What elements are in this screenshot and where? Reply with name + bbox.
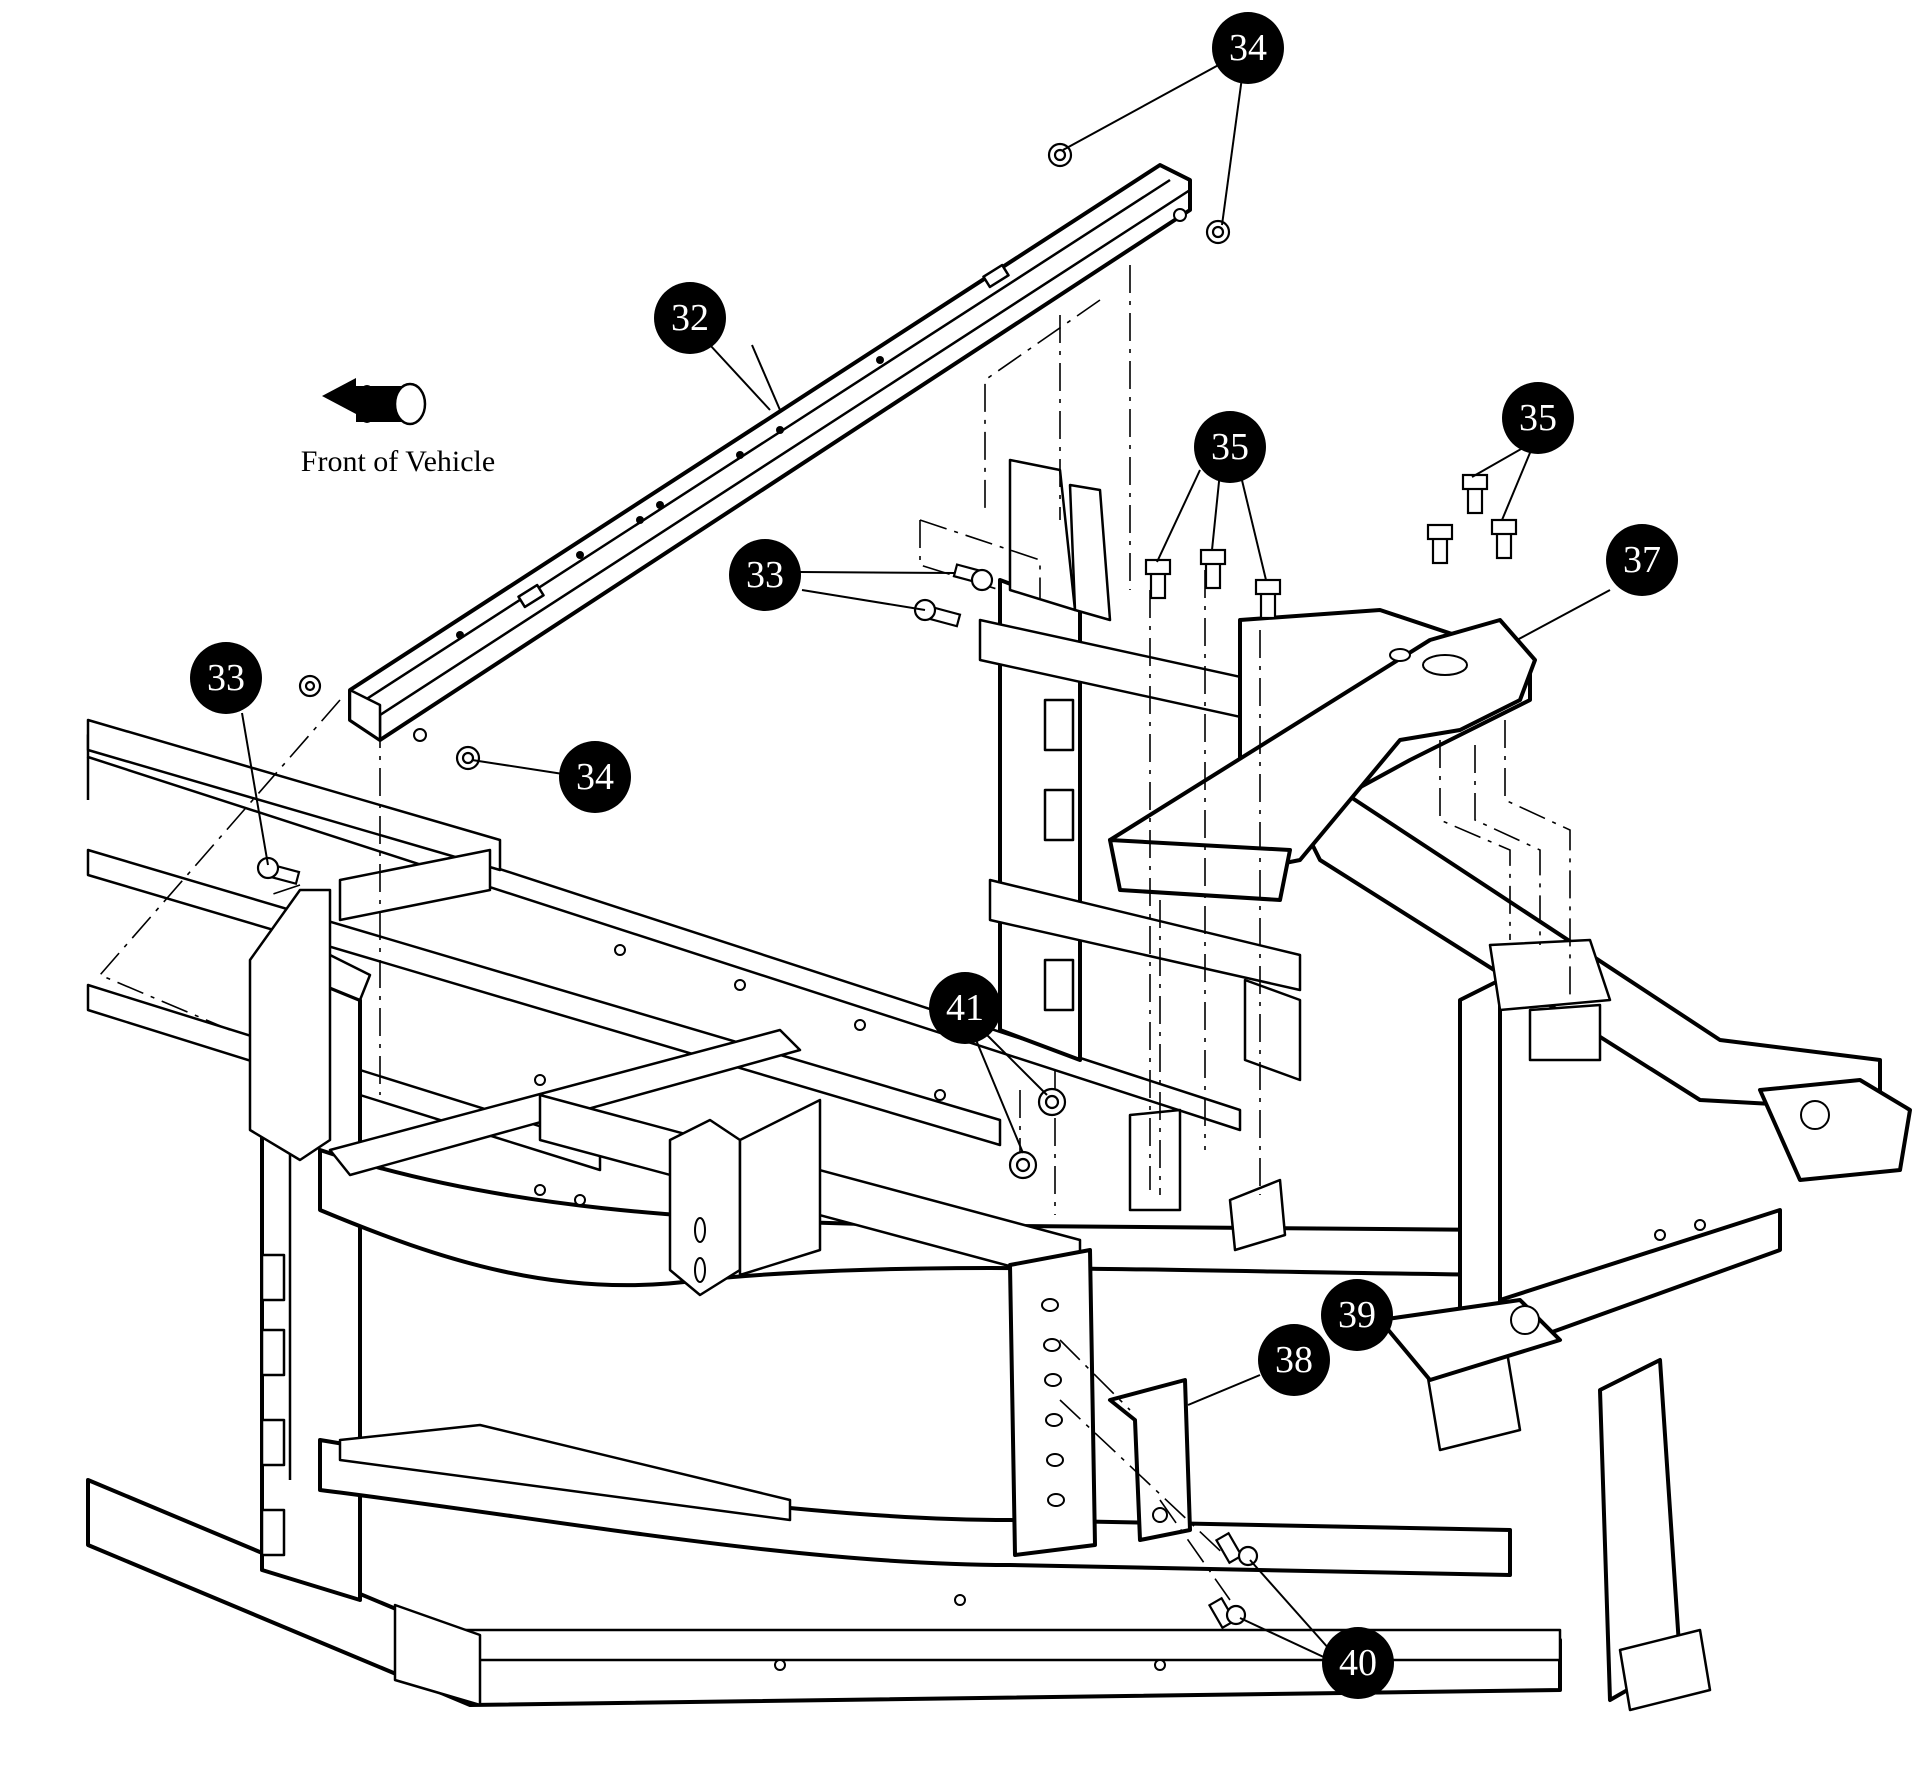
bolt-icon bbox=[1461, 473, 1489, 515]
callout-34-top: 34 bbox=[1212, 12, 1284, 84]
bolt-icon bbox=[1199, 548, 1227, 590]
fasteners bbox=[256, 142, 1518, 1630]
callout-number: 40 bbox=[1339, 1642, 1377, 1684]
callout-number: 38 bbox=[1275, 1339, 1313, 1381]
callout-38: 38 bbox=[1258, 1324, 1330, 1396]
callout-number: 33 bbox=[207, 657, 245, 699]
callout-33-left: 33 bbox=[190, 642, 262, 714]
bolt-icon bbox=[1144, 558, 1172, 600]
bolt-icon bbox=[256, 856, 301, 886]
bolt-icon bbox=[1207, 1596, 1247, 1630]
callout-number: 39 bbox=[1338, 1294, 1376, 1336]
callout-37: 37 bbox=[1606, 524, 1678, 596]
callout-40: 40 bbox=[1322, 1627, 1394, 1699]
main-frame bbox=[86, 458, 1912, 1712]
callout-number: 37 bbox=[1623, 539, 1661, 581]
bolt-icon bbox=[913, 598, 962, 628]
callout-35-left: 35 bbox=[1194, 411, 1266, 483]
front-of-vehicle-label: Front of Vehicle bbox=[301, 445, 495, 478]
bolt-icon bbox=[1490, 518, 1518, 560]
callout-39: 39 bbox=[1321, 1279, 1393, 1351]
nut-icon bbox=[455, 745, 481, 771]
callout-number: 35 bbox=[1519, 397, 1557, 439]
bolt-icon bbox=[1214, 1531, 1259, 1567]
callout-32: 32 bbox=[654, 282, 726, 354]
bolt-icon bbox=[952, 563, 994, 592]
callout-number: 34 bbox=[1229, 27, 1267, 69]
leader-lines bbox=[241, 61, 1611, 1661]
callout-34-lower: 34 bbox=[559, 741, 631, 813]
callout-number: 34 bbox=[576, 756, 614, 798]
nut-icon bbox=[1037, 1087, 1067, 1117]
callout-number: 32 bbox=[671, 297, 709, 339]
front-direction-arrow-icon bbox=[322, 378, 427, 426]
callout-41: 41 bbox=[929, 972, 1001, 1044]
nut-icon bbox=[298, 674, 322, 698]
callout-number: 35 bbox=[1211, 426, 1249, 468]
nut-icon bbox=[1008, 1150, 1038, 1180]
assembly-guide-lines bbox=[98, 265, 1571, 1601]
callout-33-center: 33 bbox=[729, 539, 801, 611]
nut-icon bbox=[1205, 219, 1231, 245]
callout-number: 33 bbox=[746, 554, 784, 596]
callout-number: 41 bbox=[946, 987, 984, 1029]
bolt-icon bbox=[1254, 578, 1282, 620]
callout-35-right: 35 bbox=[1502, 382, 1574, 454]
bolt-icon bbox=[1426, 523, 1454, 565]
